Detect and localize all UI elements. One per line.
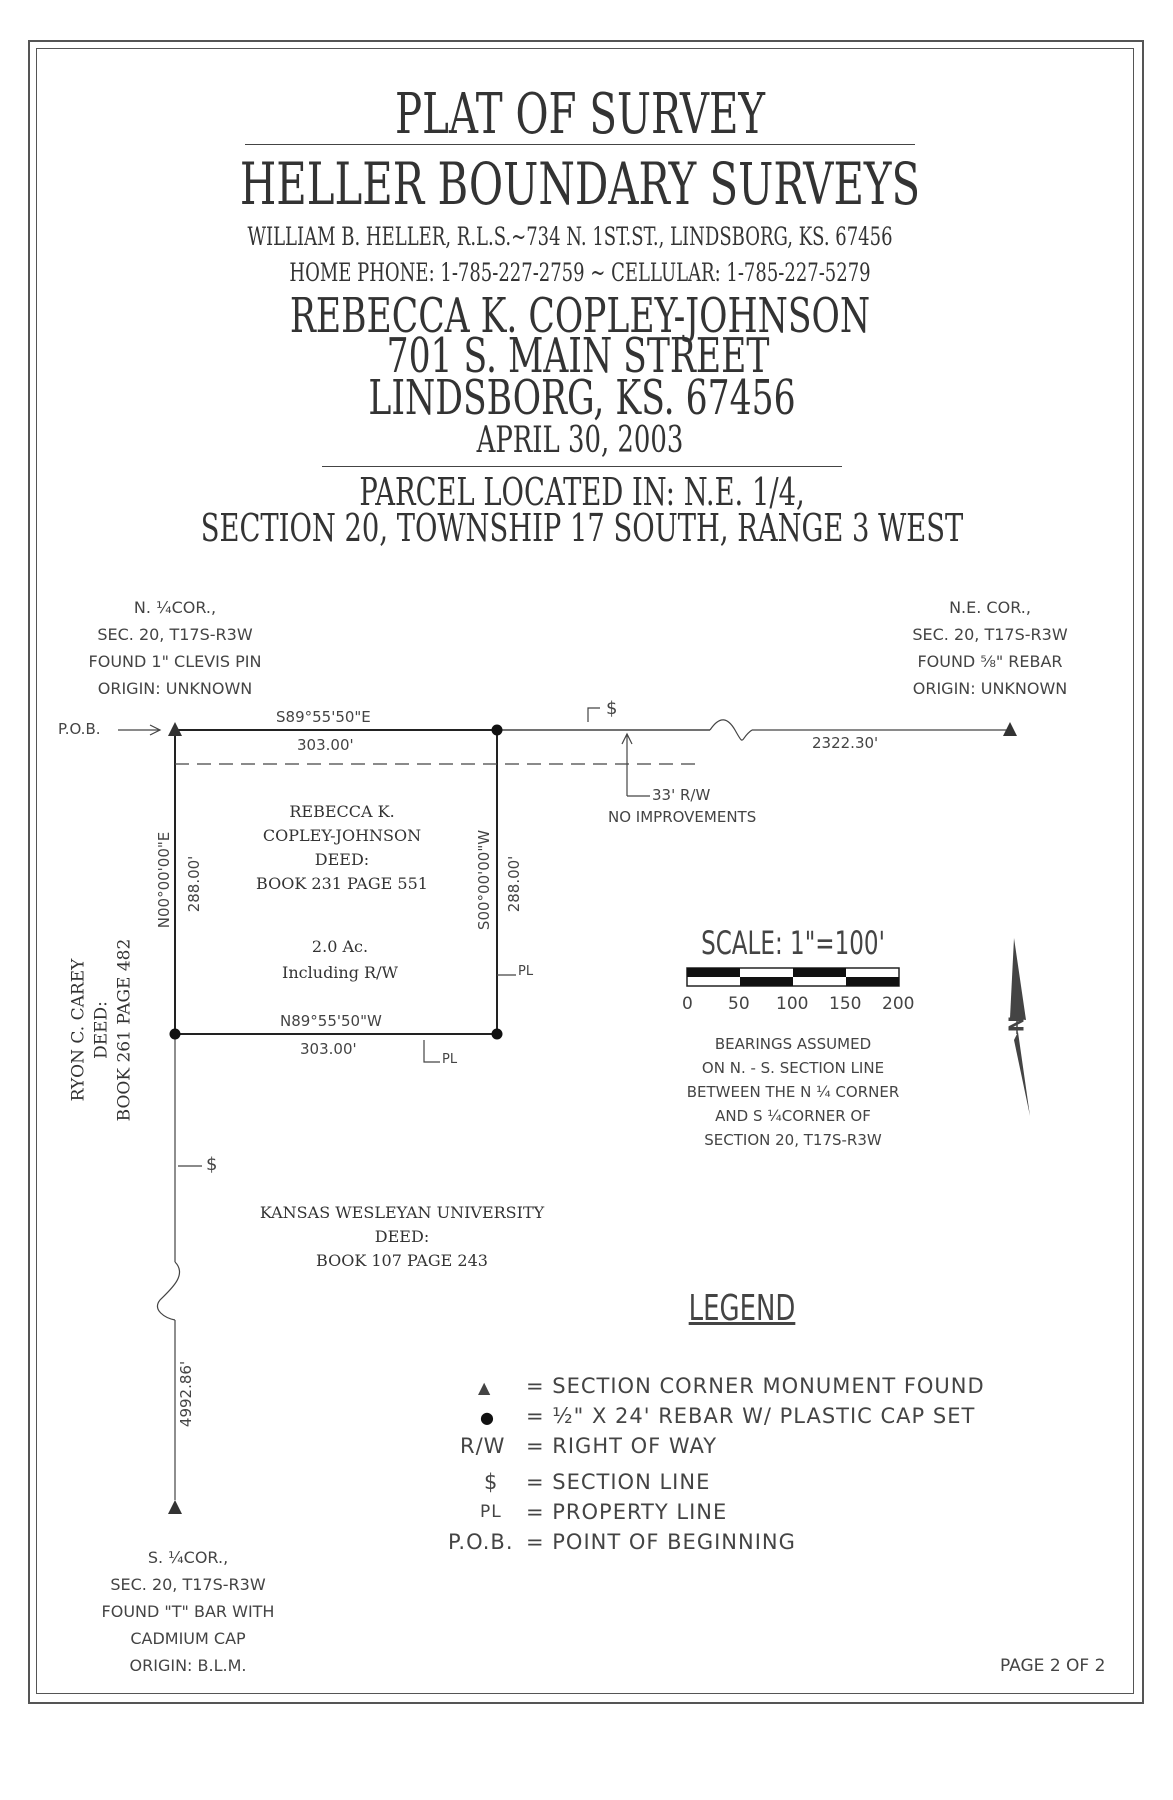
north-bearing: S89°55'50"E [276,708,371,726]
scale-tick-100: 100 [776,994,809,1014]
client-street: 701 S. MAIN STREET [386,328,770,384]
pob-label: P.O.B. [58,720,101,738]
south-quarter-corner-label: S. ¼COR.,SEC. 20, T17S-R3W FOUND "T" BAR… [101,1548,275,1675]
scale-tick-0: 0 [682,994,693,1014]
no-improvements: NO IMPROVEMENTS [608,808,757,826]
east-distance: 288.00' [505,855,523,913]
west-distance: 288.00' [185,855,203,913]
south-distance: 303.00' [300,1040,357,1058]
north-arrow-label: N [1004,1015,1029,1033]
parcel-area: 2.0 Ac.Including R/W [282,937,398,982]
company-name: HELLER BOUNDARY SURVEYS [239,150,921,218]
date-underline [322,466,842,467]
plat-title: PLAT OF SURVEY [394,82,766,147]
scale-tick-200: 200 [882,994,915,1014]
rebar-ne [491,724,503,736]
break-symbol-south [156,1261,181,1321]
legend-title: LEGEND [688,1288,796,1329]
page-number: PAGE 2 OF 2 [1000,1656,1106,1676]
property-line-symbol-south: PL [442,1052,458,1067]
north-arrow-lower [1014,1032,1030,1116]
client-name: REBECCA K. COPLEY-JOHNSON [289,288,871,344]
phone-line: HOME PHONE: 1-785-227-2759 ~ CELLULAR: 1… [289,258,871,287]
scale-label: SCALE: 1"=100' [701,924,885,962]
rebar-sw [169,1028,181,1040]
parcel-line-2: SECTION 20, TOWNSHIP 17 SOUTH, RANGE 3 W… [200,506,964,550]
inner-border [36,48,1134,1694]
monument-south-quarter [168,1500,182,1514]
west-bearing: N00°00'00"E [155,831,173,929]
section-distance-south: 4992.86' [177,1360,195,1428]
north-arrow-upper [1010,938,1026,1020]
client-city: LINDSBORG, KS. 67456 [368,370,796,426]
parcel-line-1: PARCEL LOCATED IN: N.E. 1/4, [359,470,805,514]
north-quarter-corner-label: N. ¼COR.,SEC. 20, T17S-R3W FOUND 1" CLEV… [88,598,262,698]
section-line-symbol-north: $ [606,698,618,719]
outer-border [28,40,1144,1704]
north-distance: 303.00' [297,736,354,754]
survey-date: APRIL 30, 2003 [476,420,684,461]
monument-northeast [1003,722,1017,736]
parcel-owner: REBECCA K.COPLEY-JOHNSON DEED:BOOK 231 P… [256,802,428,893]
scale-tick-50: 50 [728,994,750,1014]
row-label: 33' R/W [652,786,711,804]
surveyor-line: WILLIAM B. HELLER, R.L.S.~734 N. 1ST.ST.… [247,222,893,251]
title-underline [245,144,915,145]
section-line-symbol-west: $ [206,1154,218,1175]
section-distance-east: 2322.30' [812,734,879,752]
scale-tick-150: 150 [829,994,862,1014]
south-bearing: N89°55'50"W [280,1012,382,1030]
property-line-symbol-east: PL [518,964,534,979]
northeast-corner-label: N.E. COR.,SEC. 20, T17S-R3W FOUND ⅝" REB… [912,598,1068,698]
break-symbol-north [709,719,753,741]
east-bearing: S00°00'00"W [475,829,493,931]
rebar-se [491,1028,503,1040]
monument-north-quarter [168,722,182,736]
